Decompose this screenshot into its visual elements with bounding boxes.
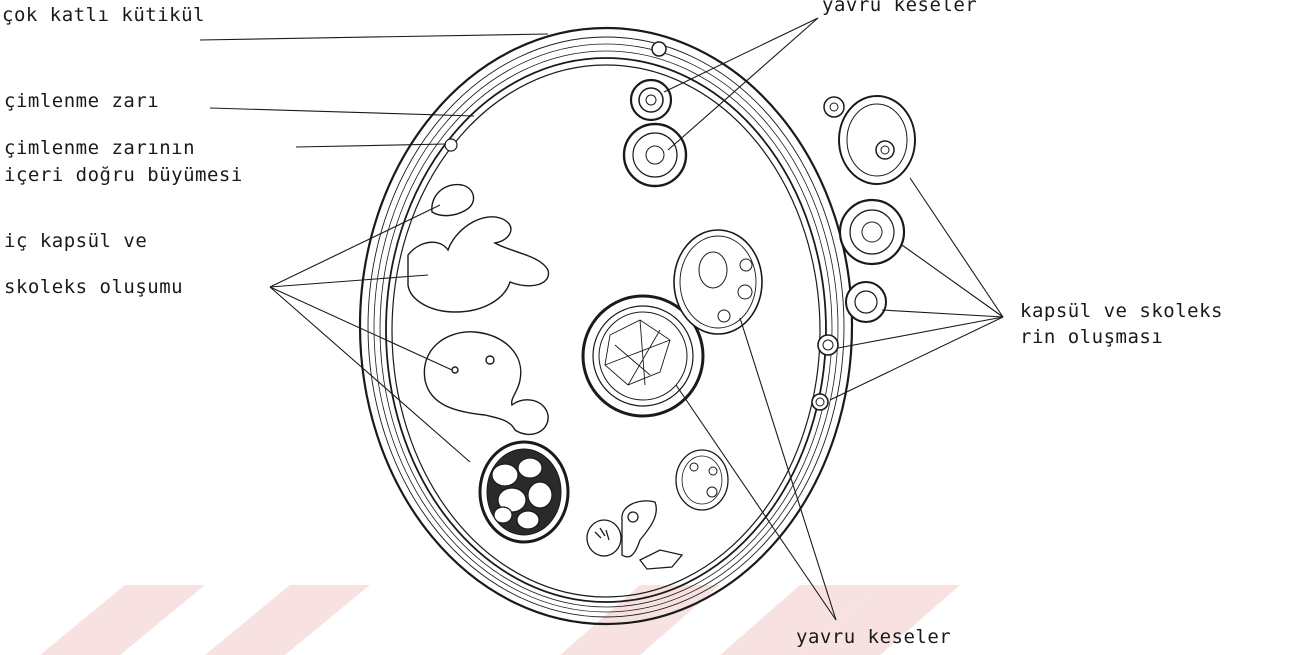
brood-capsule: [480, 442, 568, 542]
label-germinal-ingrowth-2: içeri doğru büyümesi: [4, 164, 243, 186]
label-inner-capsule-1: iç kapsül ve: [4, 230, 147, 252]
label-capsule-scolex-1: kapsül ve skoleks: [1020, 300, 1223, 322]
label-germinal-ingrowth-1: çimlenme zarının: [4, 137, 195, 159]
label-daughter-cysts-top: yavru keseler: [822, 0, 977, 16]
label-multilayer-cuticle: çok katlı kütikül: [2, 4, 205, 26]
label-daughter-cysts-bottom: yavru keseler: [796, 626, 951, 648]
label-capsule-scolex-2: rin oluşması: [1020, 326, 1163, 348]
free-protoscolices: [587, 501, 682, 569]
label-inner-capsule-2: skoleks oluşumu: [4, 276, 183, 298]
label-germinal-membrane: çimlenme zarı: [4, 90, 159, 112]
external-daughter-cysts: [812, 96, 915, 410]
germinal-buds: [408, 185, 548, 435]
